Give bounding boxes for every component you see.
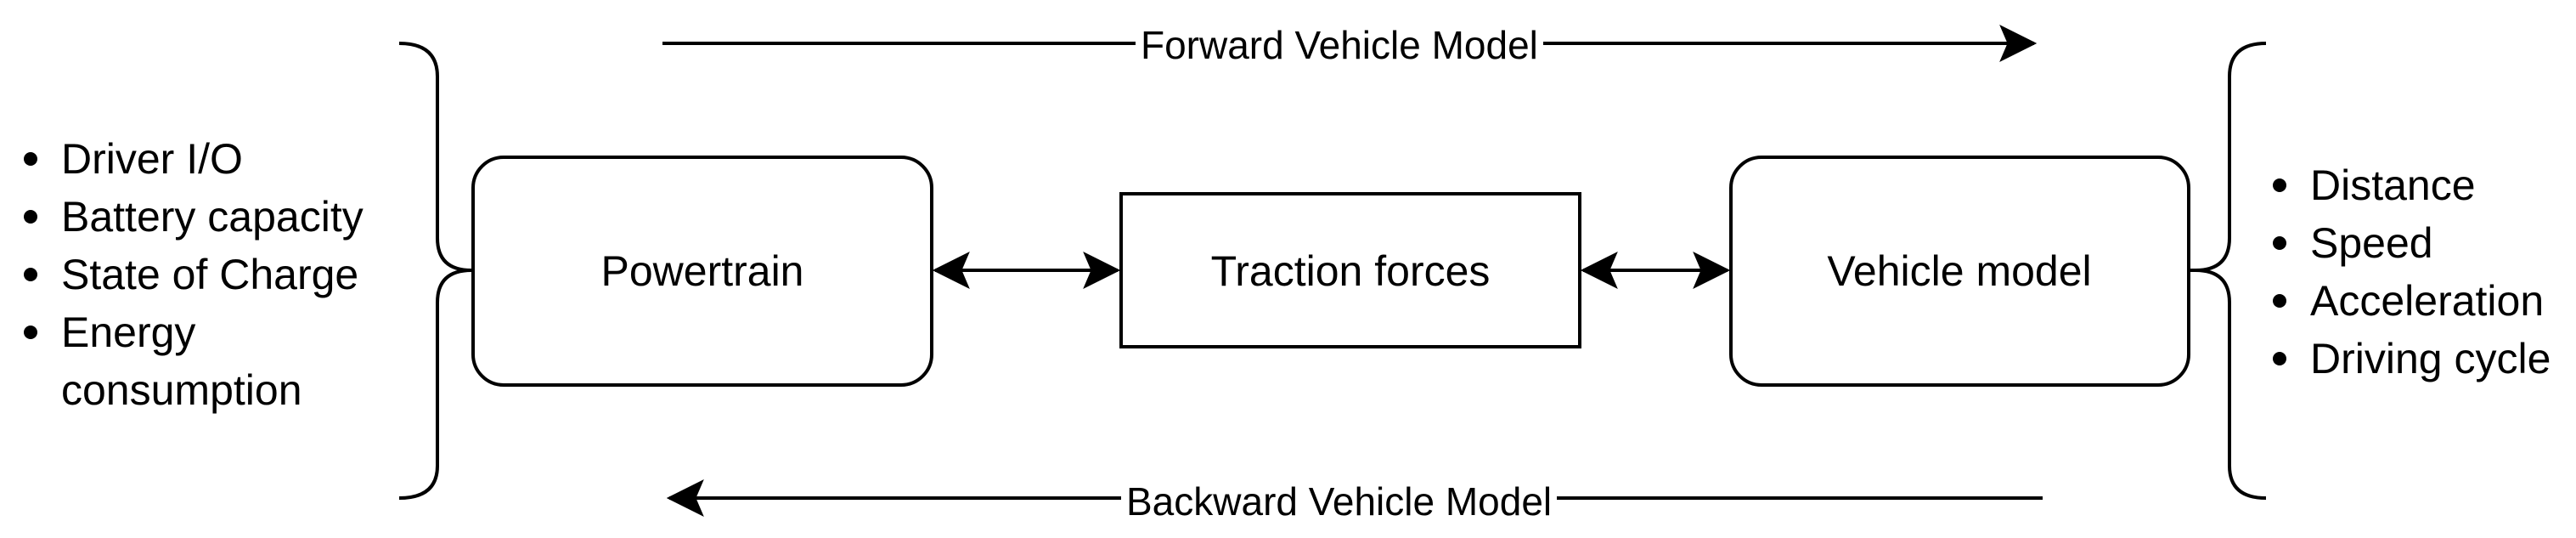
list-item: Speed (2266, 214, 2572, 272)
traction-forces-label: Traction forces (1210, 247, 1491, 295)
traction-forces-box (1119, 192, 1581, 348)
list-item: Driving cycle (2266, 330, 2572, 388)
forward-model-label: Forward Vehicle Model (1136, 25, 1543, 65)
vehicle-model-label: Vehicle model (1827, 247, 2092, 295)
right-brace (2195, 42, 2267, 500)
powertrain-box (471, 156, 933, 387)
list-item: Driver I/O (17, 130, 391, 188)
left-brace (398, 42, 472, 500)
left-input-list: Driver I/O Battery capacity State of Cha… (17, 130, 391, 419)
powertrain-label: Powertrain (600, 247, 804, 295)
list-item: Distance (2266, 156, 2572, 214)
right-output-list: Distance Speed Acceleration Driving cycl… (2266, 156, 2572, 388)
list-item: State of Charge (17, 246, 391, 303)
list-item: Battery capacity (17, 188, 391, 246)
vehicle-model-box (1729, 156, 2190, 387)
backward-model-label: Backward Vehicle Model (1121, 482, 1558, 521)
list-item: Acceleration (2266, 272, 2572, 330)
list-item: Energy consumption (17, 303, 316, 419)
